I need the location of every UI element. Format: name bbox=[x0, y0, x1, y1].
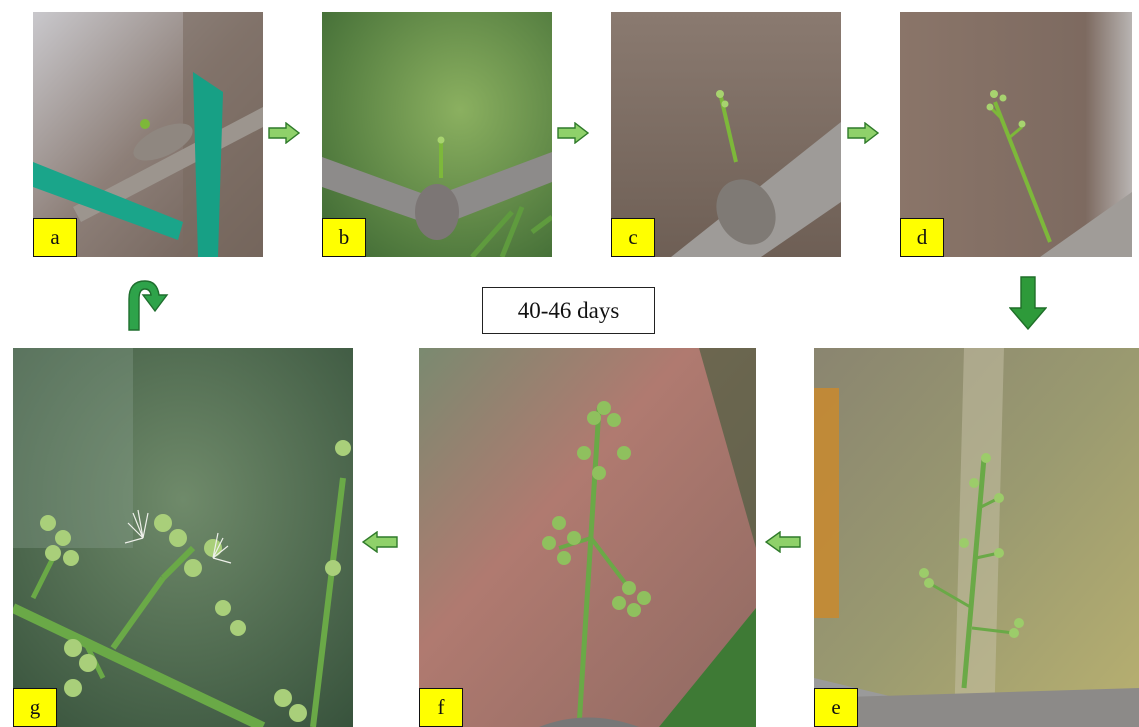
panel-label-e: e bbox=[814, 688, 858, 727]
arrow-right-b-to-c-icon bbox=[557, 122, 589, 144]
panel-label-a: a bbox=[33, 218, 77, 257]
panel-label-b: b bbox=[322, 218, 366, 257]
arrow-left-e-to-f-icon bbox=[765, 531, 801, 553]
panel-f-photo bbox=[419, 348, 756, 727]
arrow-right-a-to-b-icon bbox=[268, 122, 300, 144]
panel-e-photo bbox=[814, 348, 1139, 727]
panel-label-d: d bbox=[900, 218, 944, 257]
arrow-curved-return-g-to-a-icon bbox=[123, 277, 169, 331]
panel-label-f: f bbox=[419, 688, 463, 727]
arrow-down-d-to-e-icon bbox=[1009, 276, 1047, 330]
panel-label-c: c bbox=[611, 218, 655, 257]
duration-label: 40-46 days bbox=[482, 287, 655, 334]
photo-panel-c: c bbox=[611, 12, 841, 257]
panel-g-photo bbox=[13, 348, 353, 727]
panel-label-g: g bbox=[13, 688, 57, 727]
arrow-left-f-to-g-icon bbox=[362, 531, 398, 553]
photo-panel-b: b bbox=[322, 12, 552, 257]
photo-panel-f: f bbox=[419, 348, 756, 727]
photo-panel-d: d bbox=[900, 12, 1132, 257]
arrow-right-c-to-d-icon bbox=[847, 122, 879, 144]
photo-panel-g: g bbox=[13, 348, 353, 727]
photo-panel-e: e bbox=[814, 348, 1139, 727]
photo-panel-a: a bbox=[33, 12, 263, 257]
